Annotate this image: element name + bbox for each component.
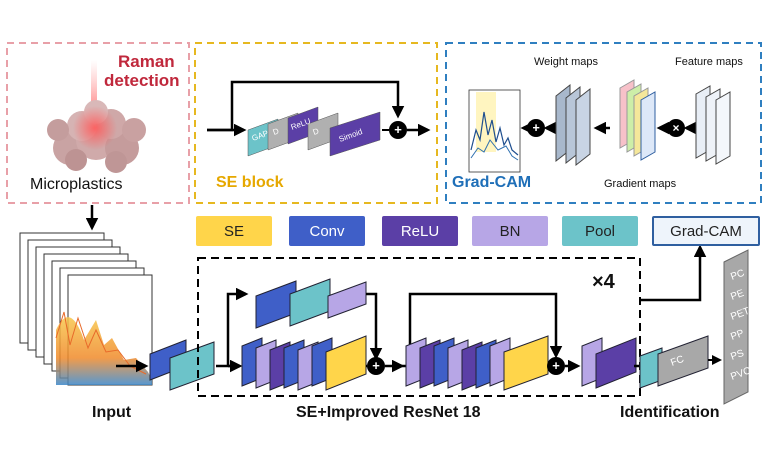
legend-pool: Pool — [562, 216, 638, 246]
se-layer-label-dense2: D — [312, 126, 321, 137]
svg-text:+: + — [394, 122, 402, 137]
feature-maps-label: Feature maps — [675, 56, 743, 68]
block2-layers — [405, 335, 549, 391]
gradcam-panel-title: Grad-CAM — [452, 174, 532, 191]
svg-text:+: + — [372, 358, 380, 373]
network-frame — [197, 257, 641, 397]
raman-title-line2: detection — [104, 71, 180, 90]
raman-panel-border — [6, 42, 190, 204]
se-branch — [255, 278, 367, 329]
legend-grad-cam: Grad-CAM — [652, 216, 760, 246]
block3-layers — [581, 337, 637, 389]
block1-layers — [241, 335, 367, 391]
legend-relu: ReLU — [382, 216, 458, 246]
se-sigmoid-layer — [329, 111, 381, 157]
se-block-diagram: GAP D ReLU D Simoid + — [207, 80, 431, 157]
weight-maps-label: Weight maps — [534, 56, 598, 68]
raman-title-line1: Raman — [118, 52, 175, 71]
network-label: SE+Improved ResNet 18 — [296, 404, 481, 421]
class-label-ps: PS — [729, 348, 746, 363]
input-label: Input — [92, 404, 132, 421]
repeat-label: ×4 — [592, 271, 615, 293]
se-block-title: SE block — [216, 174, 284, 191]
microplastics-label: Microplastics — [30, 176, 123, 193]
svg-text:+: + — [552, 358, 560, 373]
se-layer-label-dense1: D — [272, 126, 281, 137]
stem-layers — [149, 339, 215, 391]
svg-text:×: × — [672, 121, 679, 135]
fc-label: FC — [669, 354, 685, 369]
legend-se: SE — [196, 216, 272, 246]
class-label-pc: PC — [729, 268, 746, 283]
identification-label: Identification — [620, 404, 720, 421]
block2-add-node — [547, 357, 565, 375]
legend-conv: Conv — [289, 216, 365, 246]
input-spectra-stack — [19, 232, 153, 386]
gradient-maps-label: Gradient maps — [604, 178, 677, 190]
class-label-pp: PP — [729, 328, 746, 343]
gradcam-diagram: + × — [468, 79, 731, 173]
class-output-column — [723, 249, 749, 405]
se-multiply-node — [389, 121, 407, 139]
gradcam-panel-border — [445, 42, 762, 204]
microplastics-illustration — [47, 60, 146, 173]
svg-text:+: + — [532, 120, 540, 135]
se-panel-border — [194, 42, 438, 204]
fc-layers — [639, 335, 709, 389]
class-label-pe: PE — [729, 288, 746, 303]
legend-bn: BN — [472, 216, 548, 246]
block1-add-node — [367, 357, 385, 375]
